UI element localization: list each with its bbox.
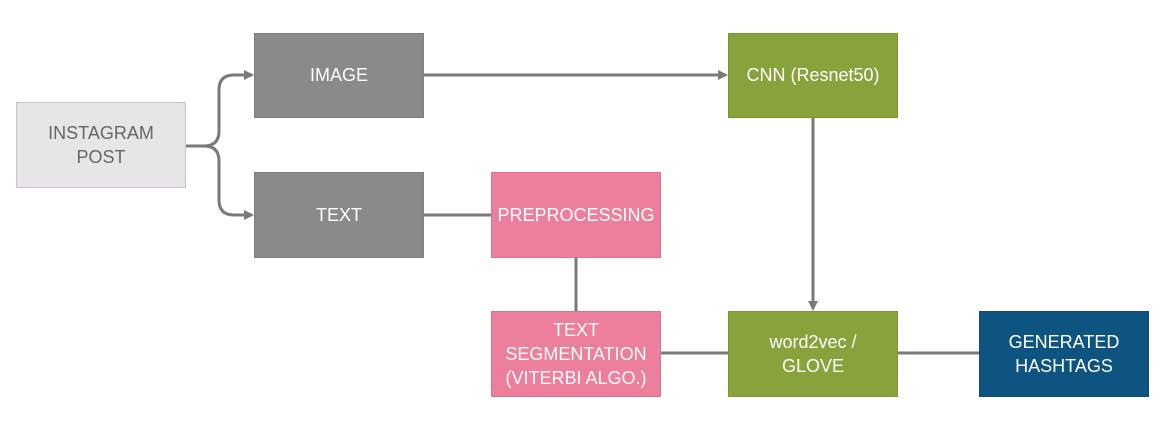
image-node[interactable]: IMAGE (254, 33, 424, 118)
word2vec-glove-node[interactable]: word2vec / GLOVE (728, 311, 898, 397)
edge-post-to-text (186, 144, 254, 220)
preprocessing-node[interactable]: PREPROCESSING (491, 172, 661, 258)
text-segmentation-node[interactable]: TEXT SEGMENTATION (VITERBI ALGO.) (491, 311, 661, 397)
text-node[interactable]: TEXT (254, 172, 424, 258)
instagram-post-node[interactable]: INSTAGRAM POST (16, 102, 186, 188)
edge-post-to-image (186, 70, 254, 148)
generated-hashtags-node[interactable]: GENERATED HASHTAGS (979, 311, 1149, 397)
cnn-node[interactable]: CNN (Resnet50) (728, 33, 898, 118)
